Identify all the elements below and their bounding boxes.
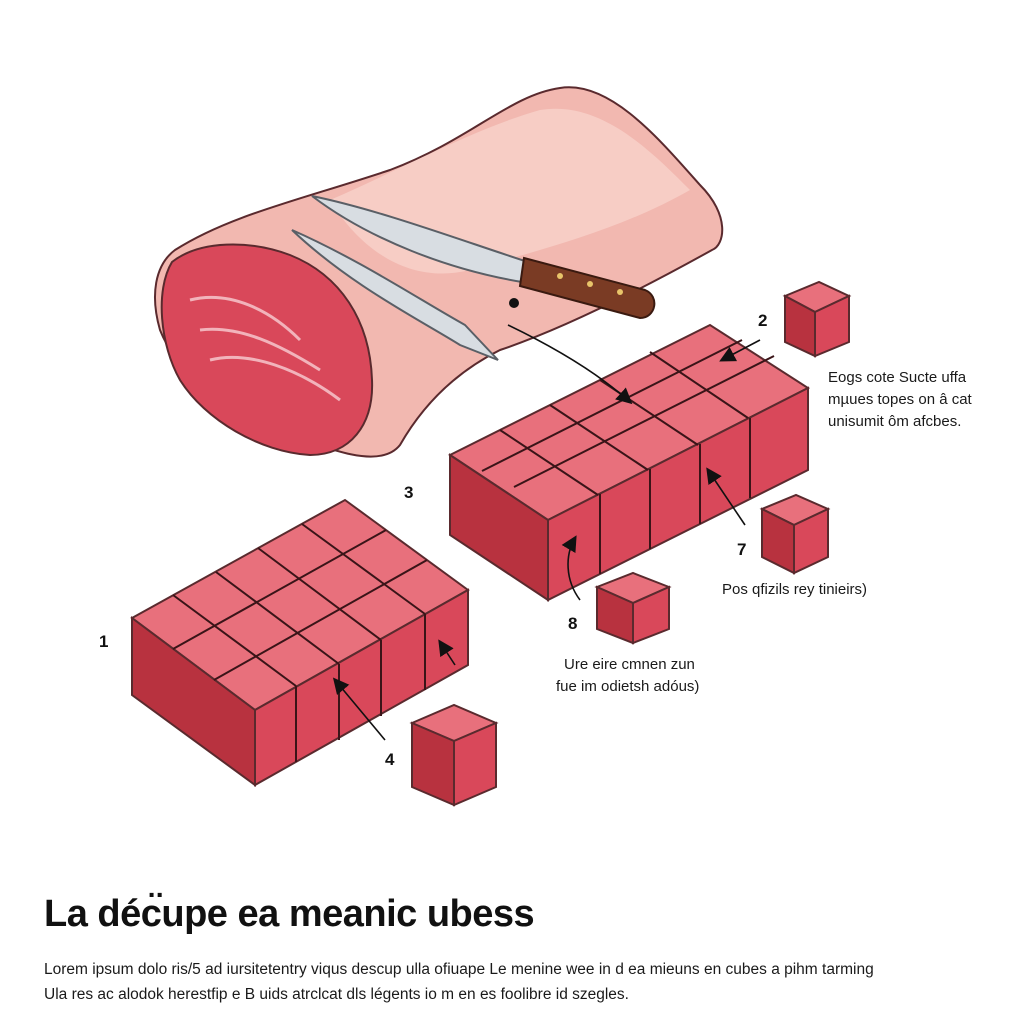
arrow-step-7 <box>706 467 746 526</box>
step-label-7: 7 <box>737 540 747 559</box>
meat-block-left <box>130 498 470 787</box>
knife-pivot-dot <box>509 298 519 308</box>
right-block-cut-lines <box>481 339 775 574</box>
meat-block-right <box>448 323 811 602</box>
annotation-mid-right: Pos qfizils rey tinieirs) <box>722 581 868 598</box>
leader-arrows <box>332 298 761 741</box>
arrow-left-side <box>438 639 456 666</box>
annotation-lower-center-line-1: Ure eire cmnen zun <box>564 656 695 673</box>
step-label-4: 4 <box>385 750 395 769</box>
step-label-1: 1 <box>99 632 109 651</box>
arrow-step-8 <box>561 535 581 601</box>
step-label-8: 8 <box>568 614 578 633</box>
body-line-2: Ula res ac alodok herestfip e B uids atr… <box>44 986 629 1003</box>
body-text: Lorem ipsum dolo ris/5 ad iursitetentry … <box>44 957 984 1007</box>
page-title: La déc̈upe ea meanic ubess <box>44 893 535 935</box>
arrow-step-4 <box>332 677 386 741</box>
whole-meat-roast <box>154 86 724 458</box>
annotation-lower-center-line-2: fue im odietsh adóus) <box>556 678 700 695</box>
meat-cube-top-right <box>782 280 852 358</box>
arrow-step-2 <box>719 339 761 362</box>
annotation-top-right-line-1: Eogs cote Sucte uffa <box>828 369 967 386</box>
annotation-top-right: Eogs cote Sucte uffa mµues topes on â ca… <box>828 367 972 433</box>
left-block-side <box>254 588 469 787</box>
arrow-knife-to-block <box>507 324 633 405</box>
knife-second-blade <box>291 229 499 361</box>
body-line-1: Lorem ipsum dolo ris/5 ad iursitetentry … <box>44 961 874 978</box>
knife-icon <box>291 195 656 361</box>
right-block-side <box>547 386 809 602</box>
roast-marbling-1 <box>189 295 341 402</box>
meat-cube-center <box>594 571 672 645</box>
meat-cube-bottom <box>409 703 499 807</box>
annotation-top-right-line-2: mµues topes on â cat <box>828 391 972 408</box>
step-label-3: 3 <box>404 483 414 502</box>
annotation-top-right-line-3: unisumit ôm afcbes. <box>828 413 962 430</box>
annotation-lower-center: Ure eire cmnen zun fue im odietsh adóus) <box>556 654 699 698</box>
meat-cube-mid-right <box>759 493 831 575</box>
left-block-cut-lines <box>172 523 428 762</box>
knife-handle <box>518 256 656 320</box>
step-label-2: 2 <box>758 311 768 330</box>
